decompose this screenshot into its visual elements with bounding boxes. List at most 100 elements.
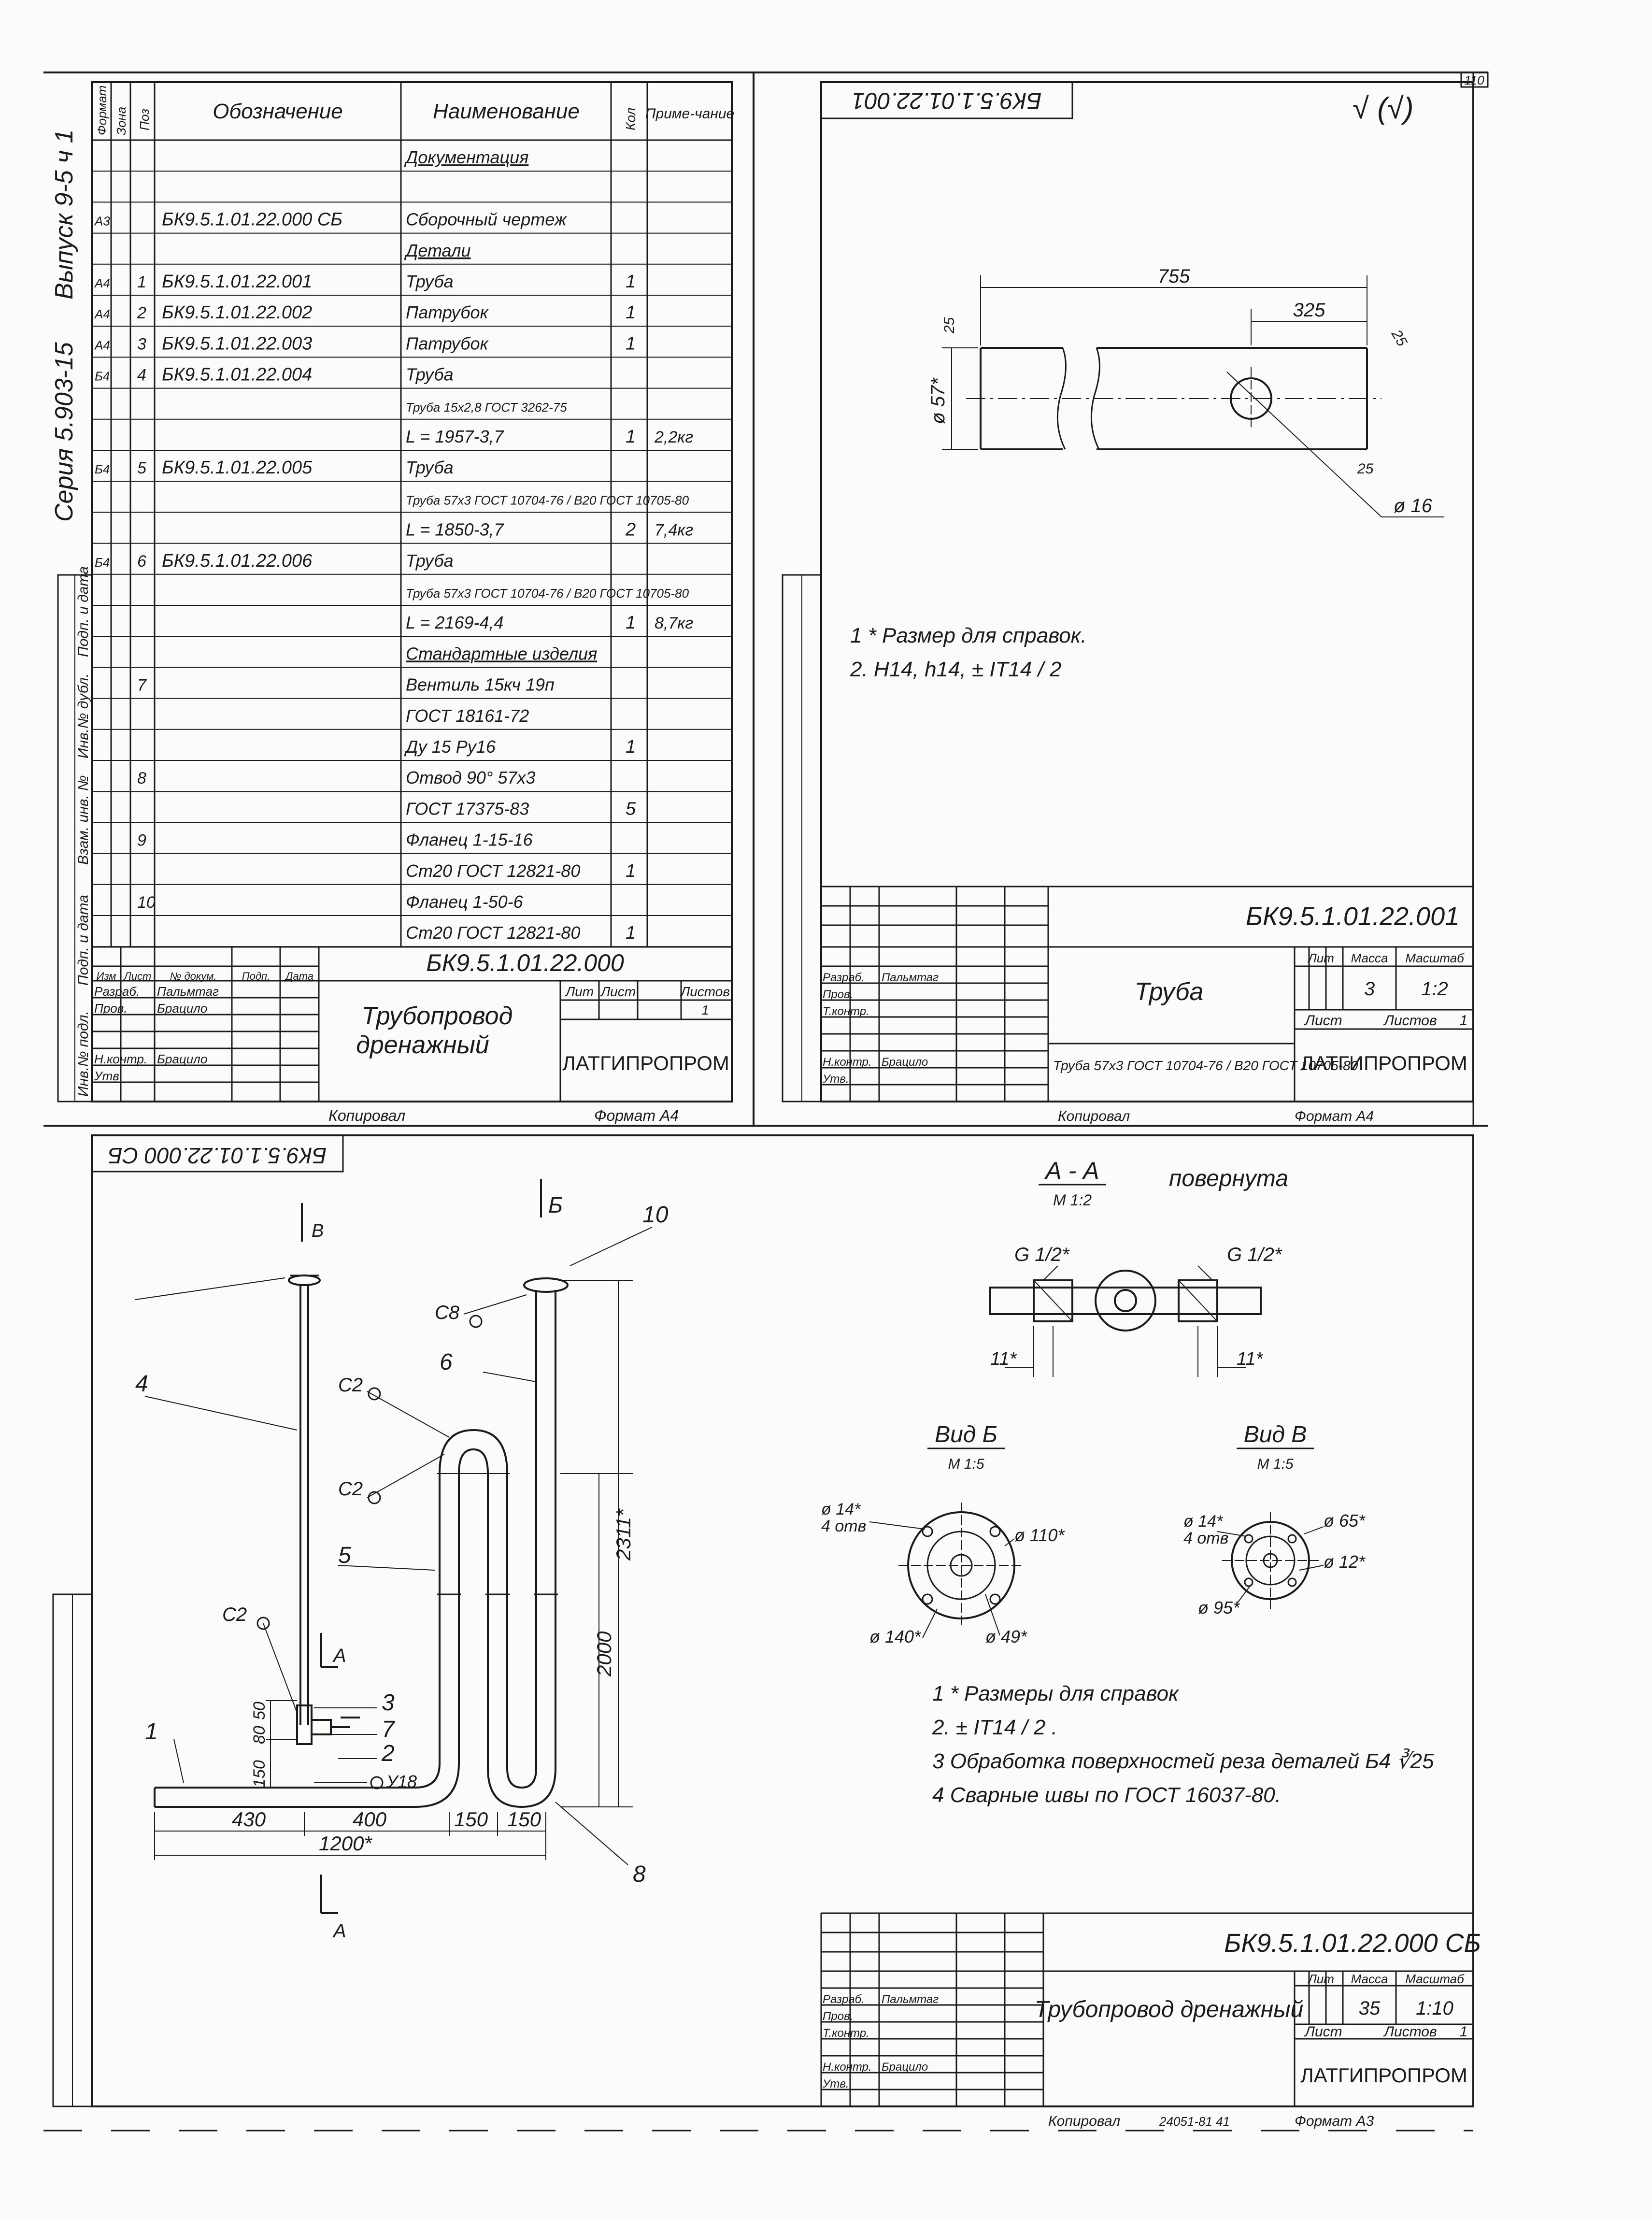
detail-note-1: 1 * Размер для справок. [850,624,1087,647]
view-v-drawing [1217,1512,1324,1609]
assembly-title: Трубопровод дренажный [1035,1997,1303,2022]
thread-right: G 1/2* [1227,1244,1282,1265]
spec-cell-name: Труба 57х3 ГОСТ 10704-76 / В20 ГОСТ 1070… [406,493,689,507]
spec-cell-note: 8,7кг [655,614,693,632]
vb-holes: ø 14* [821,1500,861,1518]
callout-2: 2 [381,1741,395,1766]
spec-cell-pos: 1 [137,273,146,291]
section-scale: М 1:2 [1053,1191,1092,1209]
detail-role-1: Разраб. [823,971,865,984]
spec-col-name: Наименование [433,100,580,123]
spec-col-doc: № докум. [170,970,217,982]
assembly-title-block: БК9.5.1.01.22.000 СБ Трубопровод дренажн… [820,1912,1481,2129]
spec-cell-qty: 1 [626,923,636,943]
dim-r2: 25 [1388,327,1410,349]
spec-cell-pos: 4 [137,366,146,385]
spec-cell-name: Патрубок [406,333,489,353]
detail-title-block: БК9.5.1.01.22.001 Труба Труба 57х3 ГОСТ … [821,886,1473,1124]
spec-cell-name: L = 2169-4,4 [406,613,504,632]
detail-sheet: БК9.5.1.01.22.001 √ (√) [782,81,1474,1124]
spec-title-line: Трубопровод [362,1002,513,1030]
callout-5: 5 [338,1543,351,1568]
assembly-copied: Копировал [1048,2113,1120,2129]
piping-drawing [135,1179,653,1914]
assembly-sheet: Лист [1304,2024,1342,2040]
spec-col-izm: Изм [97,970,116,982]
dim-11-right: 11* [1237,1349,1263,1369]
assembly-person-2: Брацило [882,2061,928,2074]
spec-cell-name: Труба 57х3 ГОСТ 10704-76 / В20 ГОСТ 1070… [406,586,689,601]
dim-offset: 325 [1293,300,1325,321]
detail-code: БК9.5.1.01.22.001 [1246,902,1459,931]
spec-role-2: Пров. [94,1001,128,1016]
vb-holes2: 4 отв [821,1517,866,1535]
spec-cell-qty: 1 [626,613,636,633]
section-label: А - А [1044,1157,1099,1184]
spec-cell-name: Стандартные изделия [406,644,597,663]
assembly-person-1: Пальмтаг [882,1993,939,2006]
assembly-org: ЛАТГИПРОПРОМ [1300,2064,1467,2087]
spec-role-1: Разраб. [94,984,140,999]
spec-cell-name: Труба [406,272,454,291]
spec-title-line2: дренажный [356,1031,489,1059]
detail-scale: Масштаб [1405,951,1465,965]
spec-col-list: Лист [123,970,152,982]
assembly-role-4: Н.контр. [823,2061,872,2074]
dim-2000: 2000 [593,1631,615,1677]
spec-col-note: Приме-чание [645,106,734,122]
spec-cell-qty: 1 [626,861,636,881]
spec-cell-pos: 2 [137,304,146,322]
dim-50: 50 [250,1702,269,1720]
spec-cell-pos: 6 [137,552,146,571]
assembly-code: БК9.5.1.01.22.000 СБ [1224,1929,1481,1958]
spec-cell-name: Ст20 ГОСТ 12821-80 [406,923,580,943]
spec-role-4: Утв. [94,1069,123,1083]
spec-person-1: Пальмтаг [157,984,219,999]
spec-cell-name: L = 1957-3,7 [406,427,504,446]
spec-cell-designation: БК9.5.1.01.22.001 [162,272,312,292]
callout-6: 6 [440,1349,453,1375]
assembly-note-2: 2. ± IT14 / 2 . [932,1716,1057,1739]
spec-cell-name: Фланец 1-15-16 [406,830,533,850]
spec-cell-designation: БК9.5.1.01.22.006 [162,551,313,571]
section-note: повернута [1169,1166,1288,1191]
spec-copied: Копировал [328,1107,405,1124]
spec-col-sign: Подп. [242,970,271,982]
detail-role-3: Т.контр. [823,1005,869,1018]
spec-cell-name: Труба [406,551,454,571]
issue-label: Выпуск 9-5 ч 1 [50,129,78,300]
assembly-note-1: 1 * Размеры для справок [932,1682,1180,1705]
detail-org: ЛАТГИПРОПРОМ [1300,1052,1467,1074]
dim-r3: 25 [1357,461,1374,477]
spec-cell-name: Отвод 90° 57х3 [406,768,535,787]
detail-person-2: Брацило [882,1056,928,1069]
spec-cell-name: Труба [406,458,454,477]
spec-col-date: Дата [284,970,313,982]
spec-cell-designation: БК9.5.1.01.22.002 [162,302,312,323]
detail-scale-val: 1:2 [1421,978,1448,1000]
assembly-sheet: БК9.5.1.01.22.000 СБ А - А М 1:2 поверну… [43,1134,1481,2132]
spec-cell-name: Труба [406,365,454,385]
weld-c2-b: С2 [338,1478,363,1500]
assembly-note-4: 4 Сварные швы по ГОСТ 16037-80. [932,1783,1281,1807]
spec-cell-pos: 10 [137,893,156,912]
spec-cell-name: Ду 15 Ру16 [404,737,496,757]
spec-cell-qty: 1 [626,333,636,354]
view-v-title: Вид В [1244,1422,1307,1447]
weld-c2-c: С2 [222,1604,247,1625]
callout-3: 3 [382,1690,395,1716]
binding-label-2: Подп. и дата [75,895,91,986]
dim-diameter: ø 57* [927,377,949,424]
spec-lit: Лит [565,984,594,999]
spec-cell-pos: 5 [137,459,146,477]
callout-4: 4 [135,1371,148,1397]
spec-cell-pos: 7 [137,676,147,695]
dim-1200: 1200* [319,1832,372,1855]
detail-copied: Копировал [1058,1108,1130,1124]
spec-cell-format: А4 [94,276,110,290]
spec-cell-qty: 1 [626,737,636,757]
assembly-sheets: Листов [1383,2024,1437,2040]
view-v-scale: М 1:5 [1257,1456,1293,1472]
